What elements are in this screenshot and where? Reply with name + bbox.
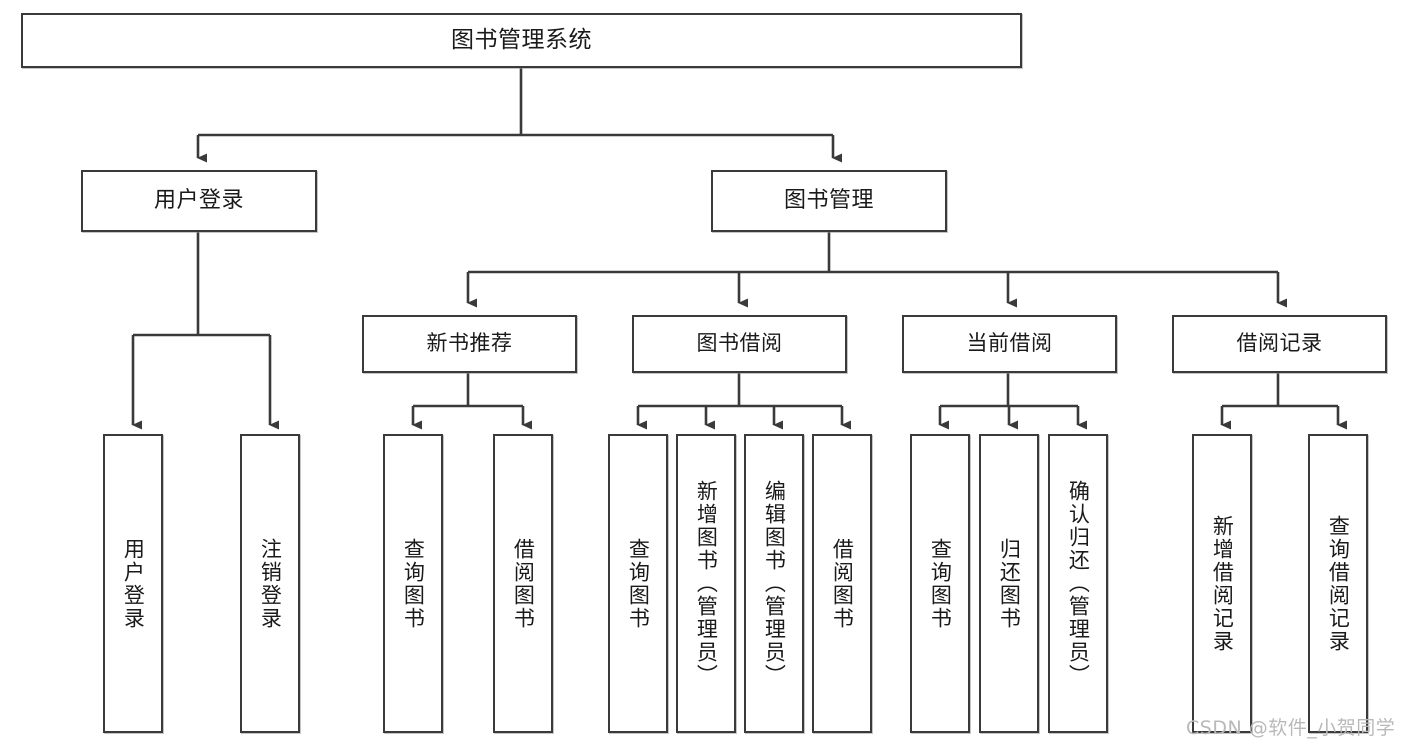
leaf-user-login-login[interactable]: 用户登录: [103, 434, 163, 733]
node-root-system[interactable]: 图书管理系统: [21, 13, 1022, 68]
leaf-borrow-edit-book-admin[interactable]: 编辑图书（管理员）: [744, 434, 804, 733]
node-label: 归还图书: [997, 537, 1022, 630]
leaf-current-confirm-return-admin[interactable]: 确认归还（管理员）: [1048, 434, 1108, 733]
node-label: 用户登录: [121, 537, 146, 630]
leaf-borrow-borrow-book[interactable]: 借阅图书: [812, 434, 872, 733]
leaf-user-login-logout[interactable]: 注销登录: [240, 434, 300, 733]
leaf-current-return-book[interactable]: 归还图书: [979, 434, 1039, 733]
node-label: 借阅图书: [830, 537, 855, 630]
node-label: 编辑图书（管理员）: [762, 480, 787, 687]
node-label: 新书推荐: [426, 331, 513, 356]
node-label: 图书管理系统: [451, 26, 592, 53]
leaf-current-query-book[interactable]: 查询图书: [910, 434, 970, 733]
node-book-management[interactable]: 图书管理: [711, 170, 947, 232]
leaf-borrow-add-book-admin[interactable]: 新增图书（管理员）: [676, 434, 736, 733]
node-label: 查询借阅记录: [1326, 514, 1351, 653]
node-label: 当前借阅: [966, 331, 1053, 356]
node-label: 用户登录: [153, 187, 244, 213]
node-label: 图书管理: [783, 187, 874, 213]
node-current-borrow[interactable]: 当前借阅: [902, 315, 1117, 373]
watermark-text: CSDN @软件_小贺同学: [1186, 717, 1396, 739]
node-label: 查询图书: [401, 537, 426, 630]
leaf-record-add-record[interactable]: 新增借阅记录: [1192, 434, 1252, 733]
node-book-borrow[interactable]: 图书借阅: [632, 315, 847, 373]
node-label: 确认归还（管理员）: [1066, 480, 1091, 687]
node-user-login[interactable]: 用户登录: [81, 170, 317, 232]
leaf-record-query-record[interactable]: 查询借阅记录: [1308, 434, 1368, 733]
node-label: 借阅记录: [1236, 331, 1323, 356]
leaf-new-book-query[interactable]: 查询图书: [383, 434, 443, 733]
node-label: 注销登录: [258, 537, 283, 630]
leaf-new-book-borrow[interactable]: 借阅图书: [493, 434, 553, 733]
node-label: 查询图书: [626, 537, 651, 630]
node-borrow-record[interactable]: 借阅记录: [1172, 315, 1387, 373]
node-label: 新增借阅记录: [1210, 514, 1235, 653]
leaf-borrow-query-book[interactable]: 查询图书: [608, 434, 668, 733]
node-label: 借阅图书: [511, 537, 536, 630]
node-new-book-recommend[interactable]: 新书推荐: [362, 315, 577, 373]
node-label: 图书借阅: [696, 331, 783, 356]
node-label: 查询图书: [928, 537, 953, 630]
node-label: 新增图书（管理员）: [694, 480, 719, 687]
